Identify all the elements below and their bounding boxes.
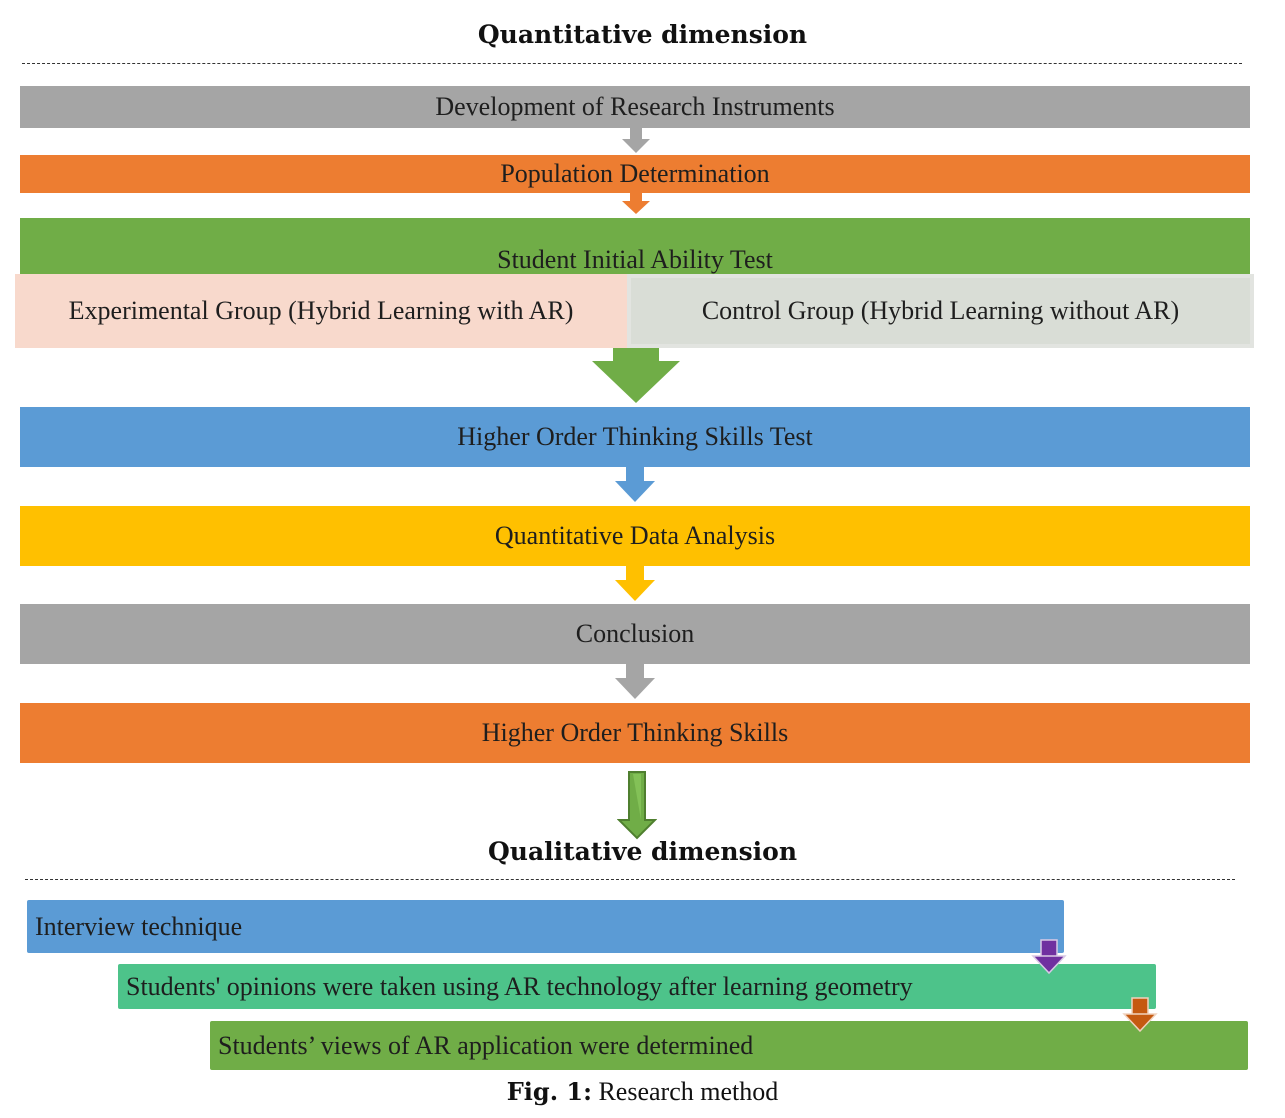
step-label: Quantitative Data Analysis [494,521,776,550]
purple-down-arrow-icon [1031,939,1067,975]
step-initial-ability-test-label: Student Initial Ability Test [497,245,773,274]
down-arrow-icon [622,193,650,215]
step-label: Higher Order Thinking Skills Test [457,422,813,451]
control-group-box: Control Group (Hybrid Learning without A… [627,274,1254,348]
qualitative-step-interview: Interview technique [27,900,1064,953]
quantitative-divider [22,63,1242,64]
down-arrow-icon [615,467,655,503]
outlined-down-arrow-icon [617,770,657,840]
step-hots: Higher Order Thinking Skills [20,703,1250,763]
caption-label: Fig. 1: [506,1077,592,1106]
big-down-arrow-icon [592,348,680,404]
step-conclusion: Conclusion [20,604,1250,664]
figure-caption: Fig. 1: Research method [0,1077,1285,1107]
step-label: Interview technique [35,911,243,941]
step-label: Students’ views of AR application were d… [218,1030,754,1060]
step-hots-test: Higher Order Thinking Skills Test [20,407,1250,467]
qualitative-heading: Qualitative dimension [487,837,797,866]
step-initial-ability-test [20,218,1250,274]
step-population-determination: Population Determination [20,155,1250,193]
down-arrow-icon [615,566,655,602]
step-label: Development of Research Instruments [435,92,835,121]
step-label: Higher Order Thinking Skills [481,718,789,747]
experimental-group-box: Experimental Group (Hybrid Learning with… [15,274,627,348]
step-label: Students' opinions were taken using AR t… [126,971,913,1001]
brown-down-arrow-icon [1122,997,1158,1033]
qualitative-divider [25,879,1235,880]
step-label: Conclusion [575,619,695,648]
qualitative-step-opinions: Students' opinions were taken using AR t… [118,964,1156,1009]
caption-text: Research method [591,1077,779,1106]
step-research-instruments: Development of Research Instruments [20,86,1250,128]
down-arrow-icon [622,128,650,154]
step-label: Population Determination [500,159,770,188]
quantitative-heading: Quantitative dimension [477,20,808,49]
qualitative-step-views: Students’ views of AR application were d… [210,1021,1248,1070]
experimental-group-label: Experimental Group (Hybrid Learning with… [68,296,574,325]
step-quantitative-analysis: Quantitative Data Analysis [20,506,1250,566]
down-arrow-icon [615,664,655,700]
control-group-label: Control Group (Hybrid Learning without A… [701,296,1180,325]
